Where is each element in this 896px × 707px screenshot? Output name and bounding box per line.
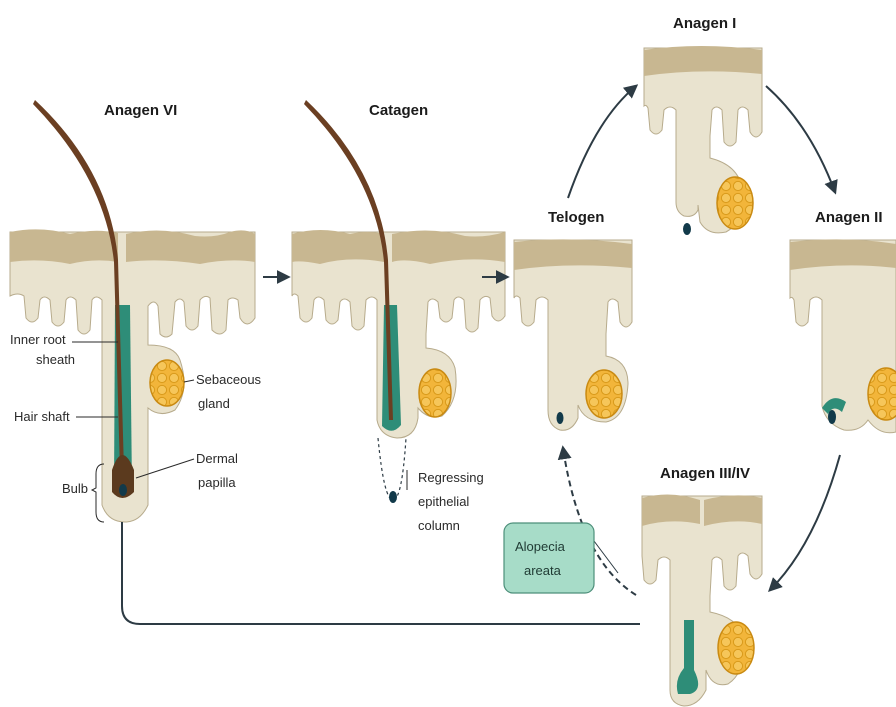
stage-title-anagen-i: Anagen I [673,15,736,32]
label-alopecia-areata: Alopecia [515,539,566,554]
label-dermal-papilla: Dermal [196,451,238,466]
sebaceous-gland [586,370,622,418]
label-alopecia-areata: areata [524,563,562,578]
arrow-telogen-to-anagen-i [568,86,636,198]
sebaceous-gland [717,177,753,229]
epidermis-layer [126,230,255,264]
label-hair-shaft: Hair shaft [14,409,70,424]
dermal-papilla [389,491,397,503]
stage-title-anagen-vi: Anagen VI [104,102,177,119]
epidermis-layer [292,230,384,264]
label-sebaceous-gland: Sebaceous [196,372,262,387]
stage-title-telogen: Telogen [548,209,604,226]
arrow-anagen-ii-to-anagen-iii-iv [770,455,840,590]
anagen-i-follicle [644,46,762,235]
arrow-anagen-i-to-anagen-ii [766,86,835,192]
label-bulb: Bulb [62,481,88,496]
label-inner-root-sheath: Inner root [10,332,66,347]
label-dermal-papilla: papilla [198,475,236,490]
epidermis-layer [514,239,632,270]
epidermis-layer [642,494,700,526]
sebaceous-gland [718,622,754,674]
stage-title-anagen-iii-iv: Anagen III/IV [660,465,750,482]
catagen-follicle [292,100,505,503]
anagen-iii-iv-follicle [642,494,762,706]
dermal-papilla [557,412,564,424]
label-regressing-epithelial-column: Regressing [418,470,484,485]
regressing-column [378,438,406,500]
epidermis-layer [704,495,762,526]
sebaceous-gland [150,360,184,406]
telogen-follicle [514,239,632,430]
dermal-papilla [683,223,691,235]
leader-line [184,380,194,382]
alopecia-areata-box [504,523,594,593]
dermal-papilla [828,410,836,424]
label-regressing-epithelial-column: column [418,518,460,533]
sebaceous-gland [419,369,451,417]
stage-title-catagen: Catagen [369,102,428,119]
epidermis-layer [790,239,896,270]
label-regressing-epithelial-column: epithelial [418,494,469,509]
label-sebaceous-gland: gland [198,396,230,411]
stage-title-anagen-ii: Anagen II [815,209,883,226]
dermal-papilla [119,484,127,496]
skin-section [642,496,762,706]
anagen-ii-follicle [790,239,896,432]
epidermis-layer [10,229,118,264]
label-inner-root-sheath: sheath [36,352,75,367]
